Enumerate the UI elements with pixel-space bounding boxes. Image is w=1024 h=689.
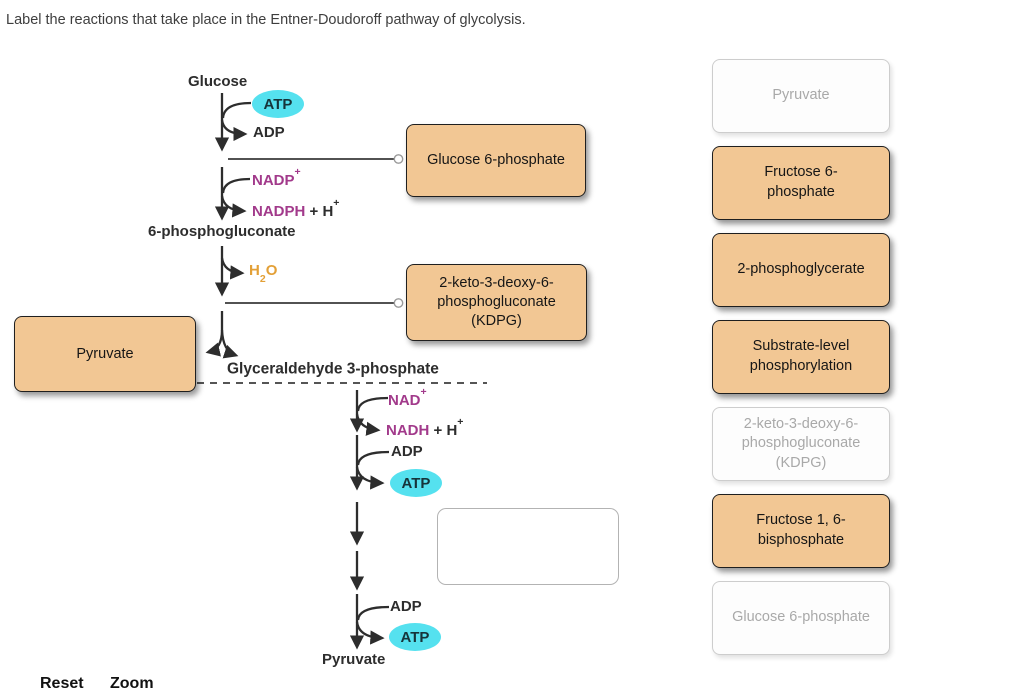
arrow-glucose-step	[214, 93, 252, 152]
bank-tile-glucose-6-phosphate: Glucose 6-phosphate	[712, 581, 890, 655]
nadp-label: NADP+	[252, 165, 301, 189]
placed-box-kdpg[interactable]: 2-keto-3-deoxy-6-phosphogluconate (KDPG)	[406, 264, 587, 341]
nadh-label: NADH + H+	[386, 415, 464, 439]
connector-g6p	[228, 154, 404, 164]
pyruvate-label-bottom: Pyruvate	[322, 650, 386, 668]
arrow-nadp-step	[214, 167, 251, 221]
connector-kdpg	[225, 298, 404, 308]
bank-tile-kdpg: 2-keto-3-deoxy-6-phosphogluconate (KDPG)	[712, 407, 890, 481]
arrow-adp-atp-step-upper	[349, 435, 390, 491]
arrow-adp-atp-step-bottom	[349, 594, 390, 650]
six-phosphogluconate-label: 6-phosphogluconate	[148, 222, 296, 240]
empty-drop-slot[interactable]	[437, 508, 619, 585]
arrow-nad-step	[349, 390, 389, 436]
bank-tile-fructose-6-phosphate[interactable]: Fructose 6-phosphate	[712, 146, 890, 220]
bank-tile-substrate-level-phosphorylation[interactable]: Substrate-level phosphorylation	[712, 320, 890, 394]
bank-tile-fructose-1-6-bisphosphate[interactable]: Fructose 1, 6-bisphosphate	[712, 494, 890, 568]
glyceraldehyde-3-phosphate-label: Glyceraldehyde 3-phosphate	[227, 360, 439, 378]
atp-pill-pgk: ATP	[390, 469, 442, 497]
bank-tile-pyruvate: Pyruvate	[712, 59, 890, 133]
zoom-button[interactable]: Zoom	[110, 675, 154, 689]
question-prompt: Label the reactions that take place in t…	[6, 12, 526, 28]
adp-label-pgk: ADP	[391, 442, 423, 460]
atp-pill-hexokinase: ATP	[252, 90, 304, 118]
arrow-h2o-step	[214, 246, 245, 297]
nadph-label: NADPH + H+	[252, 196, 340, 220]
water-label: H2O	[249, 262, 278, 286]
adp-label-hexokinase: ADP	[253, 123, 285, 141]
placed-box-pyruvate[interactable]: Pyruvate	[14, 316, 196, 392]
placed-box-glucose-6-phosphate[interactable]: Glucose 6-phosphate	[406, 124, 586, 197]
adp-label-pyruvate-kinase: ADP	[390, 597, 422, 615]
arrow-aldolase-fork	[205, 311, 239, 359]
nad-label: NAD+	[388, 385, 427, 409]
reset-button[interactable]: Reset	[40, 675, 84, 689]
bank-tile-2-phosphoglycerate[interactable]: 2-phosphoglycerate	[712, 233, 890, 307]
atp-pill-pyruvate-kinase: ATP	[389, 623, 441, 651]
glucose-label: Glucose	[188, 72, 248, 90]
